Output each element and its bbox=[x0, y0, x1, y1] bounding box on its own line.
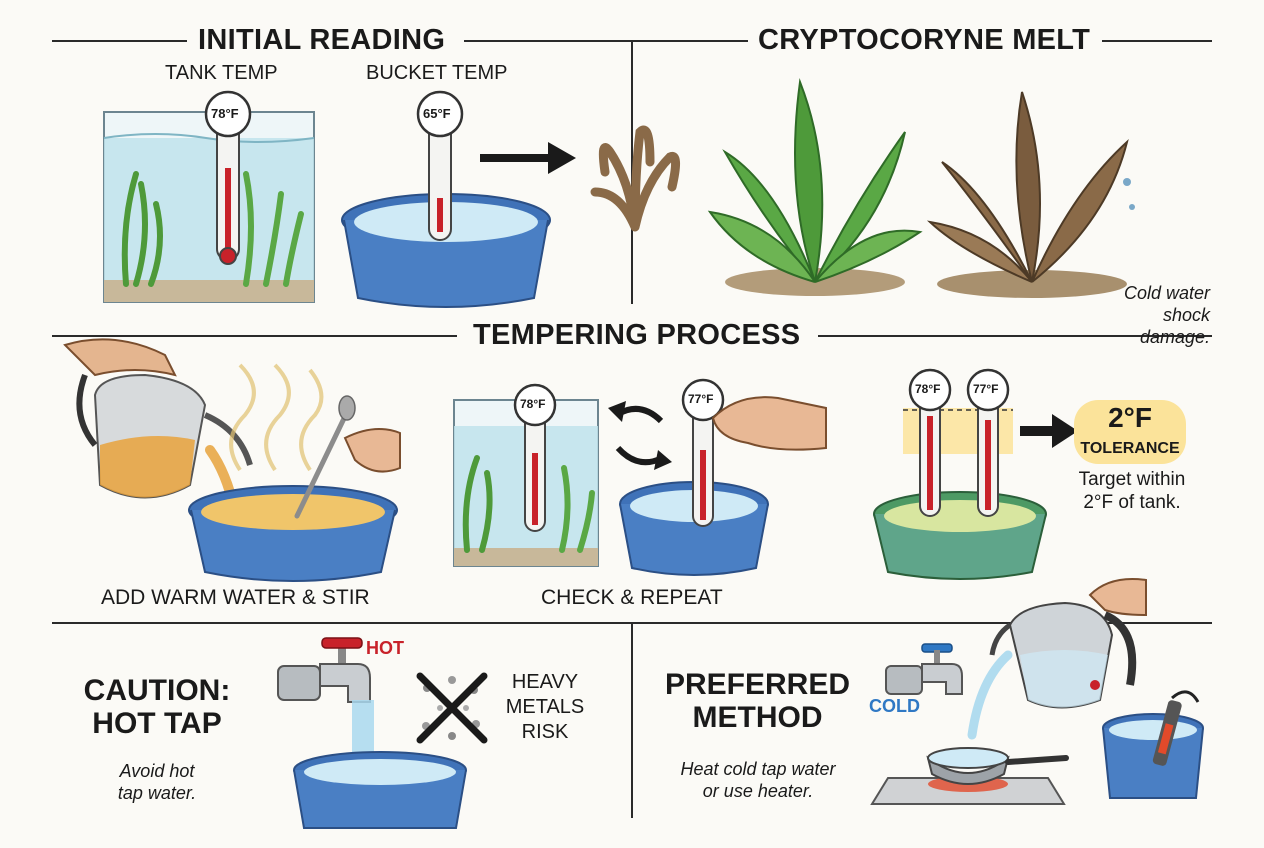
healthy-plant-illustration bbox=[707, 78, 923, 296]
divider-bottom-vertical bbox=[631, 624, 633, 818]
target-note-line2: 2°F of tank. bbox=[1083, 492, 1181, 513]
arrow-right-icon bbox=[480, 142, 576, 174]
melt-note-line1: Cold water bbox=[1123, 283, 1210, 303]
divider-initial-left bbox=[52, 40, 187, 42]
tank-temp-label: TANK TEMP bbox=[165, 62, 278, 84]
stirring-spoon-icon bbox=[294, 395, 401, 519]
preferred-note-line2: or use heater. bbox=[702, 781, 814, 801]
divider-melt-right bbox=[1102, 40, 1212, 42]
tolerance-badge bbox=[1074, 400, 1186, 464]
step2-tank-thermometer bbox=[513, 383, 557, 532]
bucket-thermometer-reading: 65°F bbox=[423, 106, 451, 121]
kettle-pour-illustration bbox=[63, 338, 253, 499]
pour-stream bbox=[967, 650, 1013, 740]
cryptocoryne-melt-title: CRYPTOCORYNE MELT bbox=[758, 24, 1091, 56]
tank-thermometer bbox=[204, 90, 252, 265]
preferred-title: PREFERRED METHOD bbox=[655, 668, 860, 734]
preferred-title-line1: PREFERRED bbox=[664, 668, 851, 701]
risk-line2: METALS bbox=[505, 696, 585, 718]
compare-bucket-reading: 77°F bbox=[973, 382, 999, 396]
target-note-line1: Target within bbox=[1078, 469, 1186, 490]
heater-bucket-illustration bbox=[1102, 690, 1204, 799]
caution-title-line1: CAUTION: bbox=[83, 674, 231, 707]
heavy-metals-label: HEAVY METALS RISK bbox=[495, 670, 595, 745]
caution-note-line2: tap water. bbox=[117, 783, 197, 803]
hot-faucet-icon bbox=[277, 637, 371, 703]
step1-caption: ADD WARM WATER & STIR bbox=[101, 586, 370, 609]
step2-caption: CHECK & REPEAT bbox=[541, 586, 723, 609]
melted-plant-small-icon bbox=[590, 125, 680, 232]
tempering-process-title: TEMPERING PROCESS bbox=[473, 319, 801, 351]
step2-tank-reading: 78°F bbox=[520, 397, 546, 411]
compare-tank-reading: 78°F bbox=[915, 382, 941, 396]
hot-label: HOT bbox=[366, 638, 404, 658]
cold-faucet-icon bbox=[885, 643, 963, 695]
repeat-arrows-icon bbox=[608, 401, 672, 470]
caution-note-line1: Avoid hot bbox=[119, 761, 195, 781]
arrow-right-icon bbox=[1020, 414, 1078, 448]
divider-initial-right bbox=[464, 40, 748, 42]
tank-thermometer-reading: 78°F bbox=[211, 106, 239, 121]
tolerance-value: 2°F bbox=[1108, 402, 1152, 433]
tolerance-label: TOLERANCE bbox=[1080, 440, 1180, 457]
compare-bucket-illustration bbox=[873, 491, 1047, 580]
compare-tank-thermometer bbox=[908, 368, 952, 517]
hot-tap-bucket-illustration bbox=[293, 751, 467, 829]
melt-note: Cold water shock damage. bbox=[1090, 282, 1210, 348]
stove-pan-illustration bbox=[870, 747, 1069, 805]
melting-plant-illustration bbox=[926, 91, 1135, 298]
tolerance-target-note: Target within 2°F of tank. bbox=[1062, 468, 1202, 514]
caution-note: Avoid hot tap water. bbox=[97, 760, 217, 804]
initial-reading-title: INITIAL READING bbox=[198, 24, 446, 56]
compare-bucket-thermometer bbox=[966, 368, 1010, 517]
preferred-title-line2: METHOD bbox=[692, 701, 823, 734]
divider-tempering-left bbox=[52, 335, 457, 337]
heavy-metals-crossed-icon bbox=[416, 672, 488, 744]
preferred-note-line1: Heat cold tap water bbox=[680, 759, 836, 779]
bucket-temp-label: BUCKET TEMP bbox=[366, 62, 508, 84]
divider-tempering-right bbox=[818, 335, 1212, 337]
risk-line3: RISK bbox=[521, 721, 569, 743]
hand-holding-thermometer-icon bbox=[711, 396, 827, 451]
caution-title-line2: HOT TAP bbox=[92, 707, 222, 740]
risk-line1: HEAVY bbox=[511, 671, 579, 693]
preferred-note: Heat cold tap water or use heater. bbox=[652, 758, 864, 802]
melt-note-line2: shock damage. bbox=[1139, 305, 1210, 347]
divider-bottom bbox=[52, 622, 1212, 624]
electric-kettle-illustration bbox=[989, 578, 1147, 709]
step2-bucket-reading: 77°F bbox=[688, 392, 714, 406]
steam-icon bbox=[229, 363, 324, 472]
step2-bucket-thermometer bbox=[681, 378, 725, 527]
cold-label: COLD bbox=[869, 696, 920, 716]
warm-bucket-illustration bbox=[188, 485, 398, 582]
caution-title: CAUTION: HOT TAP bbox=[72, 674, 242, 740]
bucket-thermometer bbox=[416, 90, 464, 241]
